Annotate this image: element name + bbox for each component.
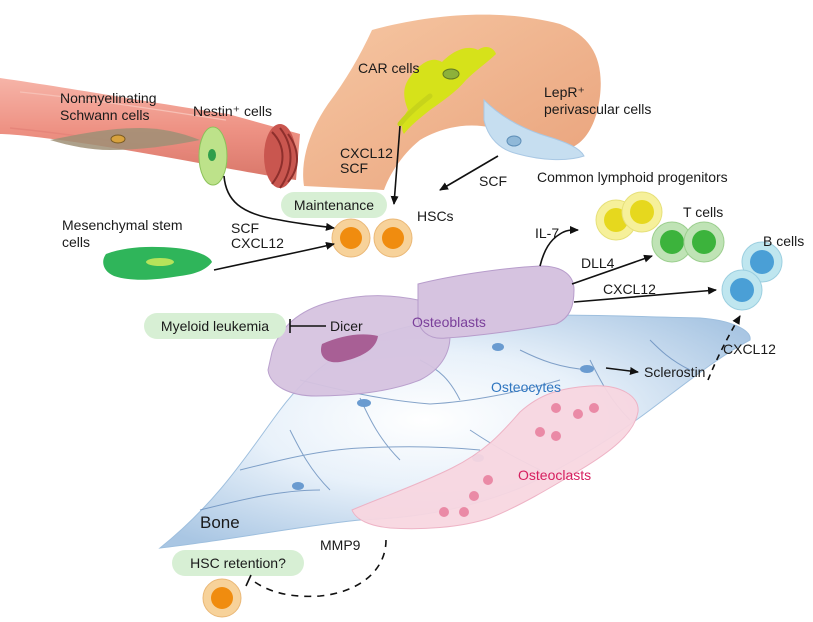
lepr-cell xyxy=(483,98,585,161)
arrow-lepr-to-hsc xyxy=(439,155,499,191)
cxcl12-right-label: CXCL12 xyxy=(723,341,776,357)
hsc-retention-label: HSC retention? xyxy=(190,555,286,571)
arrow-car-to-hsc xyxy=(390,125,401,205)
lepr-label-1: LepR⁺ xyxy=(544,84,585,100)
arrow-dll4 xyxy=(571,254,653,285)
scf-cxcl12-label-1: SCF xyxy=(231,220,259,236)
nonmyelinating-label-1: Nonmyelinating xyxy=(60,90,157,106)
inhibit-mmp9 xyxy=(251,539,387,598)
myeloid-leukemia-label: Myeloid leukemia xyxy=(161,318,269,334)
arrow-cxcl12-dashed xyxy=(707,315,741,381)
scf-right-label: SCF xyxy=(479,173,507,189)
arrows xyxy=(213,125,741,598)
mmp9-label: MMP9 xyxy=(320,537,361,553)
msc-label-1: Mesenchymal stem xyxy=(62,217,183,233)
sclerostin-label: Sclerostin xyxy=(644,364,705,380)
b-cells-label: B cells xyxy=(763,233,804,249)
osteoblast-cells xyxy=(267,265,575,397)
nonmyelinating-label-2: Schwann cells xyxy=(60,107,150,123)
osteoclasts-label: Osteoclasts xyxy=(518,467,591,483)
cxcl12-scf-label-1: CXCL12 xyxy=(340,145,393,161)
schwann-cell xyxy=(50,128,200,150)
osteoclast-cell xyxy=(351,385,639,530)
msc-label-2: cells xyxy=(62,234,90,250)
vessel-cut-end xyxy=(264,124,298,189)
scf-cxcl12-label-2: CXCL12 xyxy=(231,235,284,251)
arrow-msc-to-hsc xyxy=(213,241,335,271)
msc-cell xyxy=(103,246,212,280)
arrow-sclerostin xyxy=(605,367,639,375)
inhibit-bar-mmp9 xyxy=(245,574,252,587)
t-cells-label: T cells xyxy=(683,204,723,220)
nestin-label: Nestin⁺ cells xyxy=(193,103,272,119)
retained-hsc xyxy=(202,578,242,618)
clp-label: Common lymphoid progenitors xyxy=(537,169,728,185)
arrow-cxcl12-b xyxy=(573,286,717,303)
lepr-vessel xyxy=(303,14,601,191)
dll4-label: DLL4 xyxy=(581,255,615,271)
arrow-nestin-to-hsc xyxy=(223,175,335,231)
hscs-label: HSCs xyxy=(417,208,454,224)
car-cell xyxy=(397,47,496,134)
cxcl12-scf-label-2: SCF xyxy=(340,160,368,176)
car-label: CAR cells xyxy=(358,60,419,76)
hsc-retention-pill: HSC retention? xyxy=(172,550,304,576)
osteoblasts-label: Osteoblasts xyxy=(412,314,486,330)
lepr-label-2: perivascular cells xyxy=(544,101,651,117)
cxcl12-mid-label: CXCL12 xyxy=(603,281,656,297)
il7-label: IL-7 xyxy=(535,225,559,241)
clp-pair xyxy=(595,191,663,241)
maintenance-pill: Maintenance xyxy=(281,192,387,218)
b-cell-pair xyxy=(721,241,783,311)
bone-label: Bone xyxy=(200,513,240,532)
myeloid-leukemia-pill: Myeloid leukemia xyxy=(144,313,286,339)
arrow-il7 xyxy=(539,226,579,267)
osteocytes-label: Osteocytes xyxy=(491,379,561,395)
maintenance-label: Maintenance xyxy=(294,197,374,213)
hsc-pair xyxy=(331,218,413,258)
nestin-cell xyxy=(198,126,228,186)
dicer-label: Dicer xyxy=(330,318,363,334)
t-cell-pair xyxy=(651,221,725,263)
